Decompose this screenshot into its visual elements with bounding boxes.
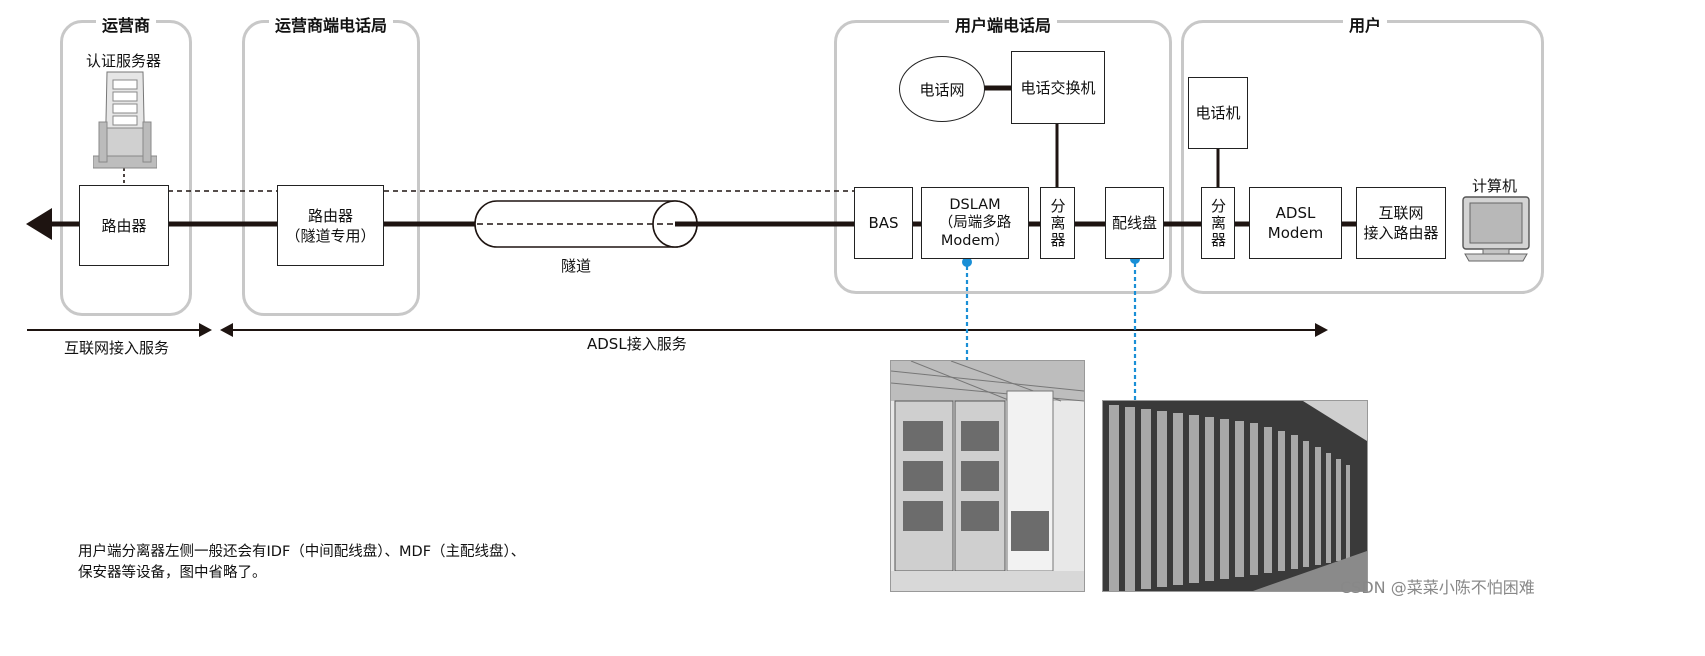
zone-carrier-title: 运营商 <box>95 12 157 36</box>
router-box: 路由器 <box>79 185 169 266</box>
server-icon <box>93 71 157 169</box>
telephone-label: 电话机 <box>1195 104 1241 122</box>
footnote: 用户端分离器左侧一般还会有IDF（中间配线盘）、MDF（主配线盘）、 保安器等设… <box>78 542 525 584</box>
router-label: 路由器 <box>101 216 147 235</box>
tunnel-router-label: 路由器 （隧道专用） <box>285 206 376 245</box>
mdf-box: 配线盘 <box>1105 187 1164 259</box>
splitter-user-label: 分离器 <box>1209 197 1227 249</box>
phone-network-label: 电话网 <box>919 80 965 99</box>
computer-icon <box>1462 196 1530 262</box>
footnote-line-1: 用户端分离器左侧一般还会有IDF（中间配线盘）、MDF（主配线盘）、 <box>78 544 526 560</box>
internet-router-box: 互联网 接入路由器 <box>1356 187 1446 259</box>
tunnel-router-box: 路由器 （隧道专用） <box>277 185 384 266</box>
phone-switch-box: 电话交换机 <box>1011 51 1105 124</box>
dslam-photo <box>890 360 1085 592</box>
adsl-modem-box: ADSL Modem <box>1249 187 1342 259</box>
tunnel-label: 隧道 <box>561 257 592 275</box>
splitter-office-box: 分离器 <box>1040 187 1075 259</box>
mdf-photo <box>1102 400 1368 592</box>
computer-label: 计算机 <box>1472 177 1518 195</box>
footnote-line-2: 保安器等设备，图中省略了。 <box>78 565 267 581</box>
mdf-frame-image <box>1103 401 1367 591</box>
watermark: CSDN @菜菜小陈不怕困难 <box>1340 578 1535 597</box>
telephone-box: 电话机 <box>1188 77 1248 149</box>
adsl-modem-label: ADSL Modem <box>1267 204 1324 242</box>
phone-network-node: 电话网 <box>899 56 985 122</box>
dslam-label: DSLAM （局端多路 Modem） <box>938 197 1012 249</box>
adsl-access-service-label: ADSL接入服务 <box>587 335 687 353</box>
phone-switch-label: 电话交换机 <box>1020 78 1096 97</box>
dslam-box: DSLAM （局端多路 Modem） <box>921 187 1029 259</box>
zone-user-office-title: 用户端电话局 <box>948 12 1058 36</box>
zone-user-title: 用户 <box>1342 12 1388 36</box>
internet-access-service-label: 互联网接入服务 <box>64 339 170 357</box>
bas-label: BAS <box>868 214 899 232</box>
dslam-rack-image <box>891 361 1084 591</box>
auth-server-label: 认证服务器 <box>86 52 162 70</box>
bas-box: BAS <box>854 187 913 259</box>
splitter-user-box: 分离器 <box>1201 187 1235 259</box>
mdf-label: 配线盘 <box>1111 214 1157 232</box>
splitter-office-label: 分离器 <box>1048 197 1067 249</box>
zone-carrier-office-title: 运营商端电话局 <box>268 12 394 36</box>
internet-router-label: 互联网 接入路由器 <box>1363 204 1439 242</box>
